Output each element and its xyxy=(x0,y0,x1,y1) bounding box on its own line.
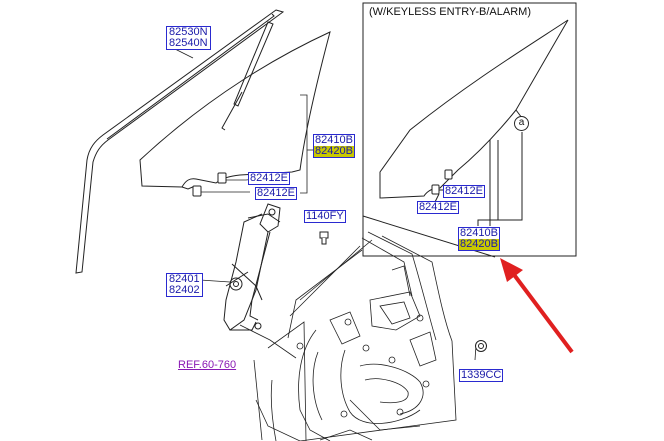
ref-60-760-link[interactable]: REF.60-760 xyxy=(178,359,237,371)
part-82401[interactable]: 82401 xyxy=(169,273,200,285)
glass-clips xyxy=(192,172,227,197)
part-1339cc[interactable]: 1339CC xyxy=(459,369,504,382)
inset-part-82420b[interactable]: 82420B xyxy=(459,238,499,250)
red-arrow xyxy=(500,258,574,354)
part-82410b[interactable]: 82410B xyxy=(315,134,353,146)
label-window-regulator[interactable]: 82401 82402 xyxy=(166,273,203,297)
callout-a-marker: a xyxy=(514,116,529,131)
door-window-glass xyxy=(139,31,331,190)
part-82540n[interactable]: 82540N xyxy=(169,37,208,49)
part-82402[interactable]: 82402 xyxy=(169,284,200,296)
door-inner-panel xyxy=(253,231,457,441)
part-1140fy[interactable]: 1140FY xyxy=(304,210,346,223)
inset-part-82410b[interactable]: 82410B xyxy=(460,227,498,239)
window-regulator xyxy=(223,203,281,331)
part-82530n[interactable]: 82530N xyxy=(169,26,208,38)
part-82412e-upper[interactable]: 82412E xyxy=(248,172,290,185)
inset-label-door-glass[interactable]: 82410B 82420B xyxy=(458,227,500,251)
inset-part-82412e-lower[interactable]: 82412E xyxy=(417,201,459,214)
bolt-part xyxy=(319,231,329,245)
grommet-part xyxy=(475,340,487,352)
label-glass-run[interactable]: 82530N 82540N xyxy=(166,26,211,50)
label-door-glass[interactable]: 82410B 82420B xyxy=(313,134,355,158)
glass-run-channel xyxy=(75,9,285,274)
inset-part-82412e-upper[interactable]: 82412E xyxy=(443,185,485,198)
part-82420b[interactable]: 82420B xyxy=(314,145,354,157)
inset-title: (W/KEYLESS ENTRY-B/ALARM) xyxy=(369,6,531,18)
part-82412e-lower[interactable]: 82412E xyxy=(255,187,297,200)
inset-box xyxy=(362,2,577,258)
